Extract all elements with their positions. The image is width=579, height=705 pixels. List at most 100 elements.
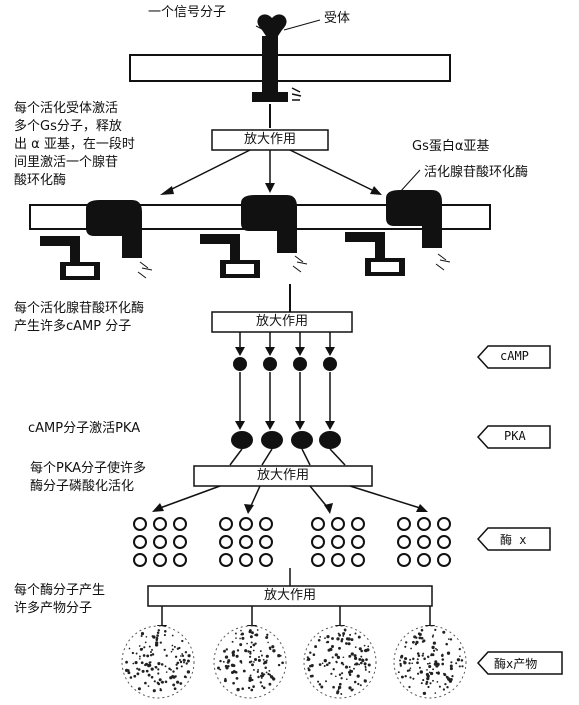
product-dot — [138, 645, 141, 647]
product-dot — [354, 632, 357, 635]
product-dot — [445, 642, 448, 646]
product-dot — [150, 651, 152, 653]
product-dot — [436, 681, 439, 683]
product-dot — [137, 687, 141, 691]
product-dot — [157, 672, 160, 675]
product-dot — [408, 685, 411, 689]
product-dot — [423, 657, 426, 661]
product-dot — [444, 682, 447, 686]
product-dot — [404, 675, 407, 678]
pka-tag: PKA — [504, 429, 526, 443]
product-dot — [416, 661, 419, 665]
product-dot — [403, 661, 407, 665]
product-dot — [264, 666, 267, 670]
product-dot — [337, 685, 342, 690]
product-dot — [348, 673, 352, 676]
product-dot — [432, 668, 435, 671]
product-dot — [350, 638, 354, 642]
signal-label: 一个信号分子 — [148, 5, 227, 20]
product-dot — [360, 649, 364, 653]
product-dot — [224, 677, 227, 681]
product-dot — [367, 663, 371, 667]
product-dot — [409, 676, 412, 679]
product-dot — [399, 662, 402, 666]
step5-line2: 许多产物分子 — [14, 601, 93, 616]
product-dot — [426, 655, 430, 659]
product-dot — [307, 667, 310, 670]
product-dot — [358, 647, 362, 651]
product-dot — [236, 649, 240, 652]
product-dot — [257, 668, 260, 671]
product-dot — [262, 658, 265, 661]
product-dot — [223, 649, 226, 653]
product-dot — [357, 635, 361, 639]
product-dot — [144, 663, 147, 667]
product-dot — [249, 652, 252, 655]
product-dot — [458, 665, 461, 668]
product-dot — [164, 665, 167, 668]
product-dot — [234, 670, 238, 674]
product-dot — [224, 664, 228, 668]
product-dot — [341, 672, 344, 675]
product-dot — [348, 686, 352, 690]
product-dot — [125, 668, 129, 673]
product-dot — [251, 678, 254, 682]
product-dot — [342, 634, 345, 637]
product-dot — [277, 654, 281, 658]
product-dot — [187, 654, 191, 658]
product-dot — [165, 671, 168, 673]
product-dot — [345, 678, 348, 681]
product-dot — [330, 644, 335, 649]
pka-molecules — [231, 431, 341, 449]
product-dot — [364, 648, 368, 653]
adenylate-cyclase-icon-2 — [200, 195, 297, 278]
product-dot — [165, 654, 168, 657]
product-dot — [428, 664, 432, 669]
product-dot — [460, 659, 464, 662]
product-dot — [175, 663, 178, 666]
product-dot — [152, 635, 156, 639]
product-dot — [450, 661, 453, 664]
product-dot — [159, 641, 162, 644]
product-dot — [348, 654, 352, 658]
product-dot — [312, 653, 316, 656]
product-dot — [364, 665, 367, 668]
amplification-box-3 — [193, 465, 373, 487]
product-dot — [227, 665, 230, 668]
product-dot — [345, 642, 348, 645]
product-dot — [259, 681, 262, 684]
product-dot — [363, 662, 367, 666]
product-dot — [306, 659, 309, 661]
product-dot — [431, 635, 434, 638]
product-dot — [260, 676, 263, 679]
product-dot — [358, 663, 361, 666]
product-dot — [172, 683, 176, 687]
product-dot — [415, 640, 419, 644]
product-dot — [427, 685, 430, 689]
product-dot — [145, 669, 149, 673]
product-dot — [252, 685, 255, 688]
product-dot — [134, 661, 138, 665]
product-dot — [268, 646, 272, 649]
product-dot — [178, 646, 181, 650]
product-dot — [141, 669, 145, 673]
product-dot — [249, 635, 253, 639]
product-dot — [267, 641, 269, 644]
product-dot — [140, 661, 144, 665]
product-dot — [174, 655, 178, 658]
product-dot — [338, 673, 342, 676]
product-dot — [436, 671, 441, 675]
product-dot — [338, 646, 341, 650]
product-dot — [157, 662, 161, 666]
product-dot — [436, 648, 439, 651]
product-dot — [411, 662, 414, 665]
product-dot — [441, 658, 445, 661]
product-dot — [133, 674, 137, 678]
product-dot — [357, 682, 360, 686]
product-dot — [251, 663, 254, 667]
product-dot — [397, 671, 400, 674]
product-dot — [350, 652, 354, 656]
amplification-box-2 — [211, 311, 353, 333]
product-dot — [236, 687, 240, 692]
product-dot — [183, 659, 186, 662]
